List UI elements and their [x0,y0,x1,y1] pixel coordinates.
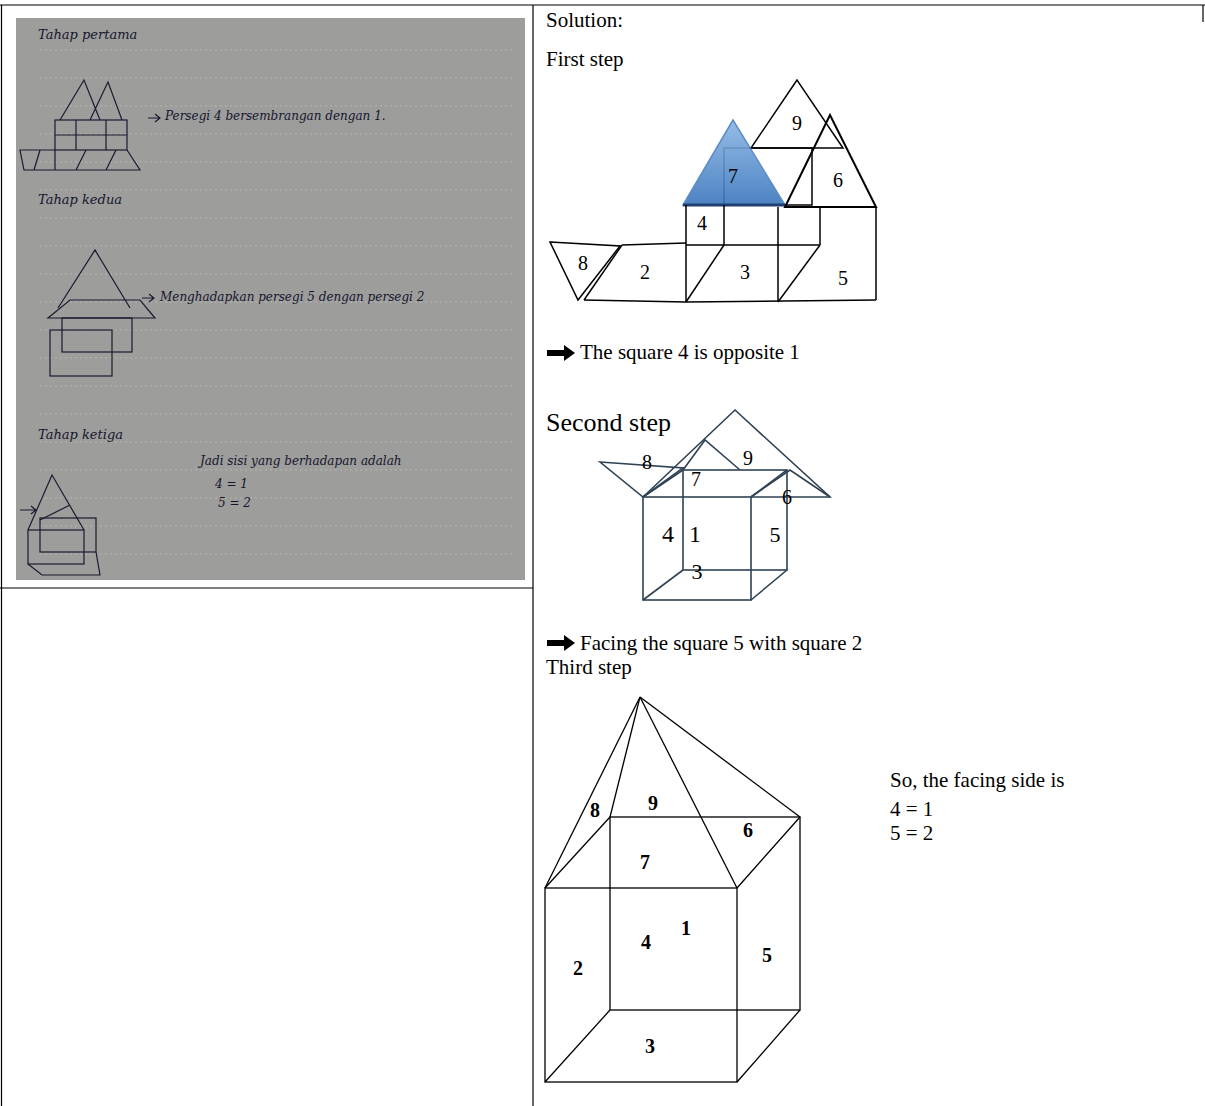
handwritten-note: 4 = 1 [215,478,248,492]
step-title: First step [546,47,624,71]
face-number: 6 [782,486,792,509]
face-number: 6 [743,819,753,842]
table-border [0,5,1205,1106]
face-number: 5 [770,522,781,547]
handwritten-note: Tahap ketiga [38,428,123,443]
handwritten-note: Persegi 4 bersembrangan dengan 1. [165,110,386,124]
face-number: 3 [645,1035,655,1058]
face-number: 4 [641,931,651,954]
conclusion-text: 5 = 2 [890,821,933,845]
face-number: 8 [578,252,588,275]
handwritten-note: Tahap kedua [38,193,122,208]
face-number: 5 [762,944,772,967]
face-number: 9 [743,447,753,470]
conclusion-text: So, the facing side is [890,768,1064,792]
step-title: Third step [546,655,632,679]
face-number: 2 [573,957,583,980]
conclusion-text: 4 = 1 [890,797,933,821]
handwritten-note: Tahap pertama [38,28,137,43]
handwritten-note: Jadi sisi yang berhadapan adalah [200,455,402,469]
face-number: 4 [697,212,707,235]
face-number: 8 [590,799,600,822]
handwritten-note: 5 = 2 [218,497,251,511]
arrow-symbol [547,345,575,651]
face-number: 6 [833,169,843,192]
step-note: The square 4 is opposite 1 [580,340,800,364]
handwritten-photo [16,18,525,580]
face-number: 9 [648,792,658,815]
first-step-net [550,80,876,302]
third-step-cube [545,697,800,1082]
face-number: 7 [691,468,701,491]
face-number: 7 [640,851,650,874]
face-number: 3 [740,261,750,284]
face-number: 1 [681,917,691,940]
face-number: 9 [792,112,802,135]
face-number: 2 [640,261,650,284]
heading: Solution: [546,8,623,32]
step-note: Facing the square 5 with square 2 [580,631,862,655]
face-number: 4 [662,521,674,549]
face-number: 1 [689,521,701,549]
face-number: 5 [838,267,848,290]
second-step-cube [600,410,830,600]
handwritten-note: Menghadapkan persegi 5 dengan persegi 2 [160,291,424,305]
face-number: 3 [692,559,703,584]
face-number: 7 [728,165,738,188]
step-title: Second step [546,408,671,438]
face-number: 8 [642,451,652,474]
